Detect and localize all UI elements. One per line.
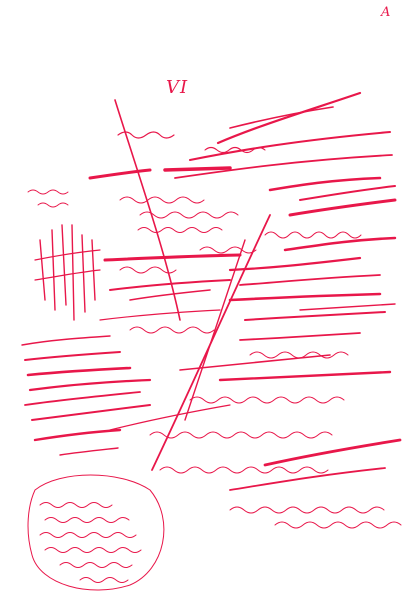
ink-stroke [27, 189, 69, 195]
ink-stroke [109, 279, 231, 291]
ink-stroke [129, 326, 215, 334]
ink-stroke [239, 332, 361, 341]
ink-stroke [244, 311, 386, 321]
ink-stroke [99, 309, 221, 321]
ink-stroke [114, 99, 181, 321]
ink-stroke [299, 185, 396, 201]
ink-stroke [129, 289, 211, 301]
ink-stroke [59, 562, 133, 568]
ink-stroke [149, 431, 333, 439]
ink-stroke [79, 577, 129, 583]
ink-stroke [37, 202, 69, 208]
ink-stroke [249, 351, 349, 359]
ink-stroke [27, 474, 165, 591]
ink-stroke [229, 506, 385, 514]
ink-stroke [34, 249, 101, 261]
ink-stroke [109, 404, 231, 431]
ink-stroke [163, 166, 232, 172]
ink-stroke [91, 239, 96, 301]
ink-stroke [24, 351, 121, 361]
ink-stroke [184, 239, 246, 421]
ink-stroke [81, 234, 86, 313]
ink-stroke [21, 335, 111, 346]
ink-stroke [283, 236, 397, 252]
ink-stroke [179, 354, 331, 371]
ink-stroke [274, 521, 402, 529]
ink-stroke [28, 378, 152, 392]
ink-stroke [159, 466, 329, 474]
ink-stroke [288, 198, 397, 217]
ink-stroke [31, 404, 151, 421]
ink-stroke [264, 231, 362, 239]
ink-stroke [44, 517, 130, 523]
ink-stroke [268, 176, 382, 192]
ink-stroke [59, 447, 119, 456]
ink-stroke [189, 396, 345, 404]
ink-stroke [229, 106, 334, 129]
ink-stroke [139, 211, 239, 219]
ink-stroke [71, 224, 75, 321]
ink-stroke [39, 502, 113, 508]
ink-stroke [189, 131, 391, 161]
ink-stroke [218, 370, 392, 382]
ink-stroke [39, 532, 137, 538]
ink-strokes [21, 91, 402, 591]
ink-stroke [239, 274, 381, 286]
ink-stroke [299, 303, 396, 311]
ink-stroke [117, 131, 175, 139]
folio-number: A [381, 5, 391, 20]
ink-stroke [228, 292, 382, 302]
ink-stroke [199, 246, 257, 254]
ink-stroke [33, 428, 122, 442]
ink-stroke [24, 391, 141, 406]
ink-stroke [229, 467, 386, 491]
ink-stroke [216, 91, 362, 145]
ink-stroke [34, 269, 101, 281]
ink-stroke [103, 253, 242, 262]
ink-stroke [51, 229, 56, 311]
ink-stroke [228, 256, 362, 272]
ink-stroke [88, 168, 152, 180]
chapter-heading: VI [166, 77, 189, 98]
ink-stroke [26, 366, 132, 377]
ink-stroke [137, 227, 223, 233]
ink-stroke [204, 146, 266, 154]
ink-stroke [44, 547, 142, 553]
ink-stroke [39, 239, 46, 301]
ink-stroke [119, 196, 205, 204]
ink-stroke [61, 224, 67, 306]
ink-stroke [119, 266, 177, 274]
ink-stroke [174, 154, 393, 179]
ink-stroke [263, 438, 402, 467]
